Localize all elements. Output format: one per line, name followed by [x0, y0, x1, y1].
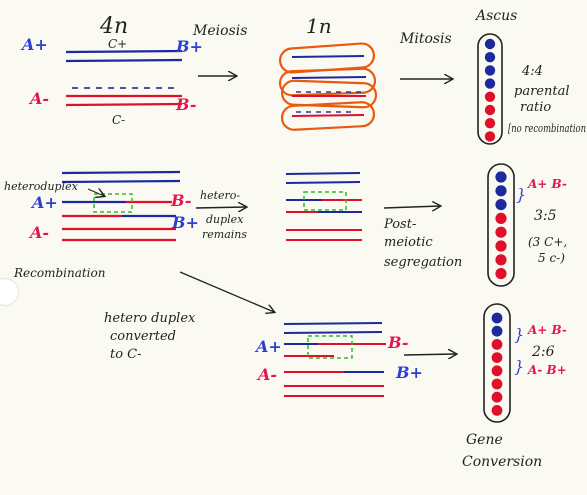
spore-blue [484, 52, 496, 63]
row3-label-a-minus: A- [256, 365, 277, 384]
row2-recombination: Recombination [13, 266, 105, 280]
row2-label-b-minus: B- [170, 191, 191, 210]
spore-red [484, 118, 496, 129]
spore-blue [491, 325, 503, 337]
row2-remains-1: hetero- [200, 189, 240, 202]
spore-blue [484, 78, 496, 89]
ascus1-parental: parental [514, 84, 570, 99]
spore-blue [495, 171, 507, 183]
heading-1n: 1n [306, 14, 332, 38]
row2-label-b-plus: B+ [171, 213, 199, 232]
spore-red [495, 268, 507, 280]
heading-meiosis: Meiosis [192, 23, 247, 39]
row2-4n-chromatids [61, 170, 181, 242]
row2-label-a-plus: A+ [30, 193, 58, 212]
ascus1-ratio-word: ratio [520, 100, 551, 115]
ascus3-bottom-label: A- B+ [527, 363, 567, 377]
ascus3-top-label: A+ B- [527, 323, 567, 337]
ascus3-brace-top: } [514, 325, 524, 344]
ascus-parental [477, 33, 503, 145]
arrow-heteroduplex-remains [195, 207, 246, 208]
ascus3-ratio: 2:6 [531, 344, 555, 360]
row3-converted-3: to C- [110, 347, 142, 362]
heading-ascus: Ascus [474, 8, 517, 24]
row1-label-c-minus: C- [112, 113, 125, 127]
row3-label-b-minus: B- [387, 333, 408, 352]
row1-4n-chromatids [65, 49, 183, 107]
ascus2-note-1: (3 C+, [528, 235, 567, 249]
label-gene: Gene [466, 432, 503, 448]
spore-blue [484, 65, 496, 76]
spore-red [495, 240, 507, 252]
row1-label-a-plus: A+ [20, 35, 48, 54]
row2-label-a-minus: A- [28, 223, 49, 242]
spore-red [484, 131, 496, 142]
heading-4n: 4n [99, 14, 128, 39]
spore-red [491, 365, 503, 377]
row2-meiotic: meiotic [384, 235, 433, 250]
spore-red [484, 104, 496, 116]
spore-red [491, 352, 503, 363]
spore-red [495, 226, 507, 238]
ascus-three-five [487, 163, 515, 287]
row2-remains-2: duplex [206, 213, 244, 226]
spore-blue [495, 185, 507, 197]
ascus2-top-label: A+ B- [527, 177, 567, 191]
row1-label-b-minus: B- [175, 95, 196, 114]
spore-blue [491, 312, 503, 324]
row3-label-a-plus: A+ [254, 337, 282, 356]
arrow-recombination-to-conversion [179, 271, 274, 312]
row3-1n-chromatids [283, 322, 386, 397]
row1-label-c-plus: C+ [108, 37, 127, 51]
spore-red [495, 212, 507, 224]
ascus2-note-2: 5 c-) [538, 251, 565, 265]
row3-label-b-plus: B+ [395, 363, 423, 382]
arrow-gene-conversion [403, 354, 456, 355]
row3-converted-1: hetero duplex [104, 311, 196, 326]
spore-red [491, 405, 503, 416]
spore-red [491, 378, 503, 390]
row1-label-a-minus: A- [28, 89, 49, 108]
ascus1-note: [no recombination [508, 122, 586, 135]
ascus-two-six [483, 303, 511, 423]
spore-red [495, 254, 507, 266]
row1-1n-chromatids [278, 42, 378, 131]
row2-heteroduplex-label: heteroduplex [4, 180, 79, 193]
ascus3-brace-bottom: } [514, 357, 524, 376]
row2-remains-3: remains [202, 228, 247, 241]
spore-blue [484, 38, 496, 50]
ascus1-ratio: 4:4 [521, 64, 543, 79]
spore-red [491, 339, 503, 350]
spore-red [484, 91, 496, 103]
spore-blue [495, 199, 507, 211]
row2-segregation: segregation [384, 255, 462, 270]
row3-converted-2: converted [110, 329, 176, 344]
ascus2-brace: } [516, 185, 526, 204]
label-conversion: Conversion [462, 454, 542, 470]
row1-label-b-plus: B+ [175, 37, 203, 56]
row2-post: Post- [383, 217, 416, 232]
row2-1n-chromatids [285, 172, 362, 241]
spore-red [491, 391, 503, 403]
ascus2-ratio: 3:5 [534, 208, 557, 224]
arrow-post-meiotic [383, 206, 440, 208]
heading-mitosis: Mitosis [399, 31, 452, 47]
